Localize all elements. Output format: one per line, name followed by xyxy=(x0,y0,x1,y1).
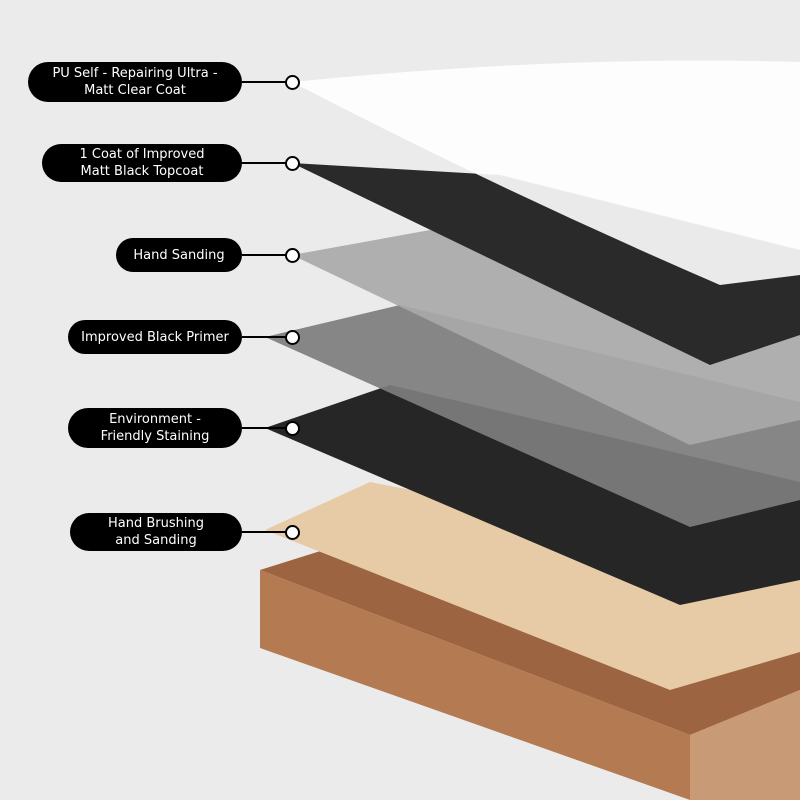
connector-line xyxy=(242,162,288,164)
marker-dot xyxy=(285,330,300,345)
topcoat-layer xyxy=(292,163,800,365)
marker-dot xyxy=(285,525,300,540)
label-line: 1 Coat of Improved xyxy=(79,147,205,162)
connector-line xyxy=(242,336,288,338)
label-line: Environment - xyxy=(109,412,201,427)
wood-block xyxy=(260,548,800,800)
connector-line xyxy=(242,254,288,256)
marker-dot xyxy=(285,248,300,263)
connector-line xyxy=(242,531,288,533)
label-line: Matt Black Topcoat xyxy=(80,164,204,179)
label-brushing: Hand Brushing and Sanding xyxy=(70,513,242,551)
label-line: Improved Black Primer xyxy=(81,329,229,345)
label-line: Matt Clear Coat xyxy=(84,83,186,98)
label-hand-sanding: Hand Sanding xyxy=(116,238,242,272)
label-line: PU Self - Repairing Ultra - xyxy=(52,66,218,81)
label-line: Friendly Staining xyxy=(100,429,210,444)
marker-dot xyxy=(285,421,300,436)
sanding-layer xyxy=(292,230,800,445)
staining-layer xyxy=(265,385,800,605)
label-staining: Environment - Friendly Staining xyxy=(68,408,242,448)
veneer-layer xyxy=(265,482,800,690)
primer-layer xyxy=(265,305,800,527)
label-line: Hand Brushing xyxy=(108,516,204,531)
connector-line xyxy=(242,81,288,83)
label-clear-coat: PU Self - Repairing Ultra - Matt Clear Co… xyxy=(28,62,242,102)
label-line: Hand Sanding xyxy=(133,247,225,263)
marker-dot xyxy=(285,156,300,171)
clear-coat-layer xyxy=(292,60,800,285)
label-primer: Improved Black Primer xyxy=(68,320,242,354)
marker-dot xyxy=(285,75,300,90)
label-line: and Sanding xyxy=(115,533,197,548)
connector-line xyxy=(242,427,288,429)
